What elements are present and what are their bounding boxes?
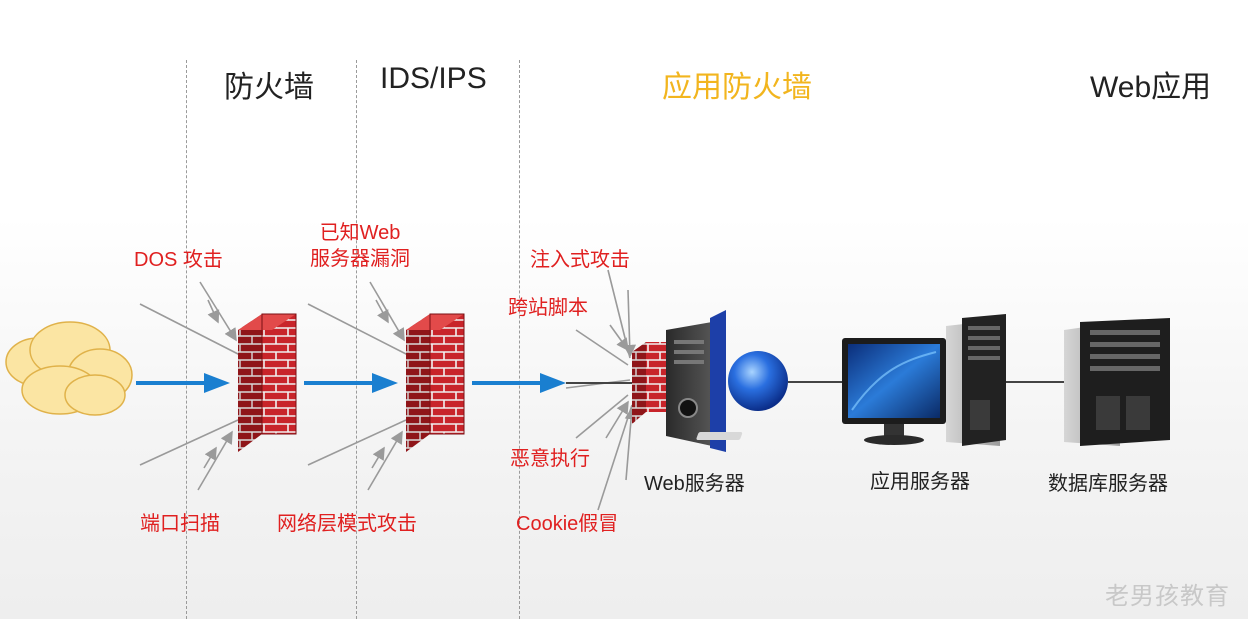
header-firewall: 防火墙	[224, 71, 314, 104]
threat-port-scan: 端口扫描	[140, 513, 220, 535]
separator-2	[356, 60, 357, 619]
threat-malicious-exec: 恶意执行	[510, 448, 590, 470]
threat-cookie-spoof: Cookie假冒	[516, 513, 619, 535]
watermark: 老男孩教育	[1105, 583, 1230, 610]
flow-arrows	[136, 373, 634, 393]
header-waf: 应用防火墙	[662, 71, 812, 104]
threat-rays-firewall	[139, 281, 241, 491]
separator-3	[519, 60, 520, 619]
label-web-server: Web服务器	[644, 473, 745, 495]
internet-cloud-icon	[5, 321, 133, 416]
threat-injection: 注入式攻击	[530, 249, 630, 271]
label-db-server: 数据库服务器	[1048, 473, 1168, 495]
firewall-brick-icon	[238, 313, 297, 452]
threat-known-web-vuln-line2: 服务器漏洞	[310, 248, 410, 270]
threat-known-web-vuln: 已知Web 服务器漏洞	[300, 220, 420, 272]
threat-rays-ids	[307, 281, 409, 491]
separator-1	[186, 60, 187, 619]
threat-known-web-vuln-line1: 已知Web	[319, 222, 401, 244]
threat-dos: DOS 攻击	[134, 249, 223, 271]
app-server-icon	[696, 314, 1006, 446]
waf-brick-icon	[632, 342, 666, 424]
header-ids-ips: IDS/IPS	[380, 62, 487, 95]
threat-xss: 跨站脚本	[508, 297, 588, 319]
label-app-server: 应用服务器	[870, 471, 970, 493]
threat-network-pattern: 网络层模式攻击	[277, 513, 417, 535]
db-server-icon	[1064, 318, 1170, 446]
header-web-app: Web应用	[1090, 71, 1212, 104]
threat-rays-waf	[565, 269, 638, 511]
web-server-icon	[666, 310, 788, 452]
ids-ips-brick-icon	[406, 313, 465, 452]
